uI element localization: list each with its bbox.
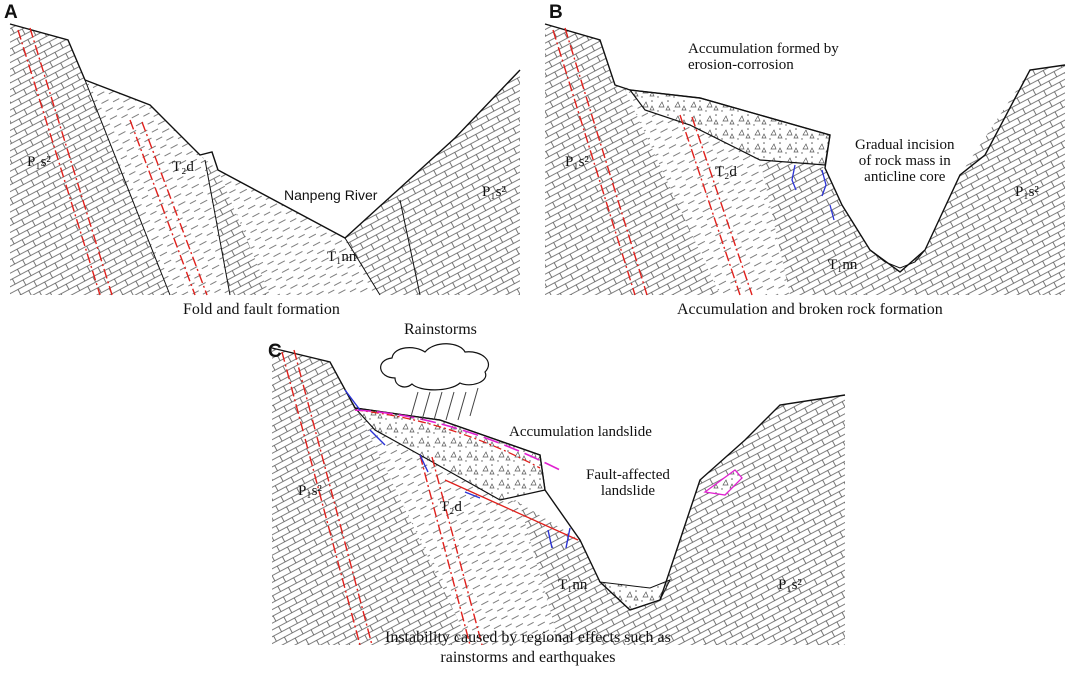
panel-c-fault-2 xyxy=(419,454,483,646)
panel-c-fault-1 xyxy=(281,349,373,646)
panel-c-stratum-left: P₁s² xyxy=(298,483,322,499)
panel-b-incision-label: Gradual incision of rock mass in anticli… xyxy=(855,137,955,185)
panel-c-rain-cloud xyxy=(380,343,490,391)
panel-b-ground-surface xyxy=(544,23,1066,273)
panel-c-slip-surface-fault xyxy=(444,479,579,541)
panel-c-stratum-right: P₁s² xyxy=(778,577,802,593)
panel-c-fault-landslide-label: Fault-affected landslide xyxy=(586,467,670,499)
panel-a-rock-left xyxy=(10,24,520,295)
panel-a-fault-2 xyxy=(129,119,208,296)
panel-c-label: C xyxy=(268,341,282,362)
panel-a-fault-1 xyxy=(17,27,113,296)
panel-a-diagram xyxy=(9,23,521,296)
panel-a-stratum-core: T₁nn xyxy=(327,249,357,265)
panel-b-fault-1 xyxy=(552,27,648,296)
panel-c-stratum-core: T₁nn xyxy=(558,577,588,593)
panel-c-landslide-boundary xyxy=(354,409,561,471)
panel-c-stratum-middle: T₂d xyxy=(440,499,462,515)
panel-c-right-slide xyxy=(703,469,743,496)
panel-a-stratum-left: P₁s² xyxy=(27,154,51,170)
panel-c-rock xyxy=(272,348,845,645)
panel-b-accumulation-label: Accumulation formed by erosion-corrosion xyxy=(688,41,839,73)
panel-a-label: A xyxy=(4,2,18,23)
panel-b-stratum-left: P₁s² xyxy=(565,154,589,170)
panel-c-accumulation-landslide-label: Accumulation landslide xyxy=(509,424,652,440)
panel-a-bedding xyxy=(84,79,421,296)
panel-b-shale-band xyxy=(625,90,790,295)
panel-a-shale-band xyxy=(85,80,230,295)
panel-c-diagram xyxy=(271,343,846,646)
panel-b-stratum-right: P₁s² xyxy=(1015,184,1039,200)
panel-c-shale-band xyxy=(360,415,560,645)
panel-c-rainstorm-label: Rainstorms xyxy=(404,321,477,338)
panel-c-rain-lines xyxy=(409,387,479,421)
panel-a-shale-core xyxy=(218,170,380,295)
panel-b-stratum-middle: T₂d xyxy=(715,164,737,180)
panel-c-slip-surface-accumulation xyxy=(354,409,541,469)
panel-c-blue-arrows xyxy=(344,389,571,549)
panel-b-caption: Accumulation and broken rock formation xyxy=(677,301,943,318)
panel-b-cracks xyxy=(791,164,835,221)
panel-a-stratum-right: P₁s² xyxy=(482,184,506,200)
panel-b-label: B xyxy=(549,2,563,23)
panel-a-stratum-middle: T₂d xyxy=(172,159,194,175)
panel-a-caption: Fold and fault formation xyxy=(183,301,340,318)
panel-b-fault-2 xyxy=(679,114,753,296)
panel-b-stratum-core: T₁nn xyxy=(828,257,858,273)
panel-a-river-label: Nanpeng River xyxy=(284,187,378,203)
panel-a-ground-surface xyxy=(9,23,521,239)
panel-c-caption: Instability caused by regional effects s… xyxy=(385,629,671,666)
panel-b-diagram xyxy=(544,23,1066,296)
